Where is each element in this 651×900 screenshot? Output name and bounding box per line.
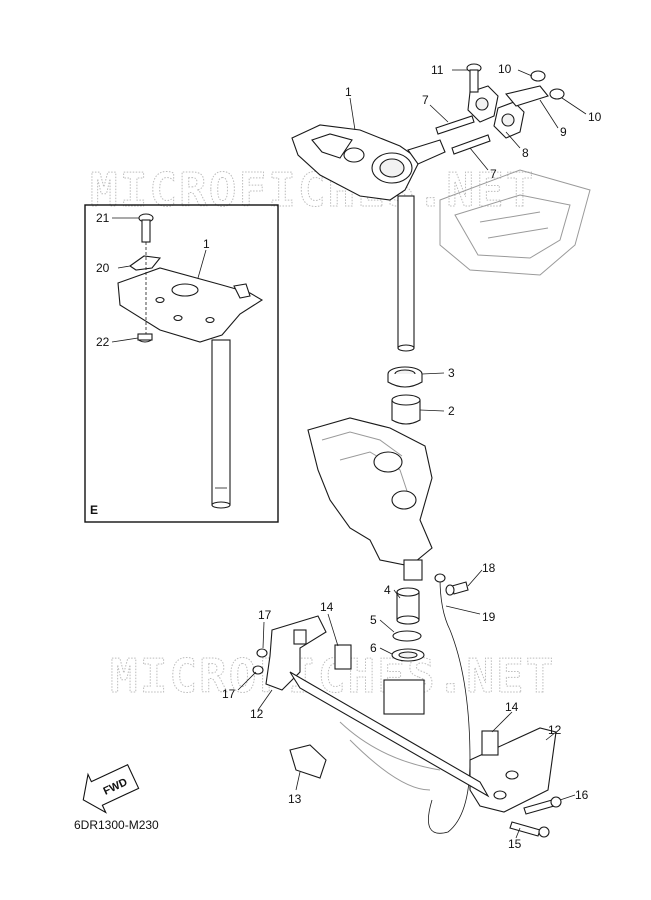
bolt-16 (523, 796, 562, 815)
mount-rubber-8 (467, 85, 525, 139)
callout-1: 1 (345, 85, 352, 99)
stud-bolts-7 (435, 115, 491, 155)
tilt-tube (289, 671, 490, 798)
ground-lead-19 (428, 573, 471, 834)
pad-14-left (334, 644, 352, 670)
engine-base-ghost (439, 169, 591, 276)
callout-14-right: 14 (505, 700, 519, 714)
bolt-11 (466, 63, 482, 93)
callout-14-left: 14 (320, 600, 334, 614)
bushing-6 (391, 648, 425, 662)
callout-13: 13 (288, 792, 302, 806)
callout-7-lower: 7 (490, 167, 497, 181)
nut-10-lower (549, 88, 565, 100)
o-ring-5 (392, 630, 422, 642)
washer-17-upper (256, 648, 268, 658)
leader-lines (111, 69, 587, 839)
inset-nut-22 (137, 333, 153, 343)
callout-21: 21 (96, 211, 110, 225)
callout-10-lower: 10 (588, 110, 602, 124)
callout-19: 19 (482, 610, 496, 624)
callout-17-upper: 17 (258, 608, 272, 622)
callout-1-inset: 1 (203, 237, 210, 251)
nut-10-upper (530, 70, 546, 82)
callout-11: 11 (431, 63, 444, 77)
watermark-lower: MICROFICHES.NET (110, 649, 555, 703)
diagram-code: 6DR1300-M230 (74, 818, 159, 832)
callout-12-left: 12 (250, 707, 264, 721)
callout-6: 6 (370, 641, 377, 655)
callout-3: 3 (448, 366, 455, 380)
callout-17-lower: 17 (222, 687, 236, 701)
callouts: 1 1 2 3 4 5 6 7 7 8 9 10 10 11 12 12 13 … (96, 62, 602, 851)
inset-steering-bracket (117, 267, 264, 509)
bushing-2 (391, 394, 421, 425)
bushing-3 (387, 366, 423, 388)
callout-16: 16 (575, 788, 589, 802)
callout-8: 8 (522, 146, 529, 160)
callout-12-right: 12 (548, 723, 562, 737)
bolt-15 (509, 821, 550, 838)
callout-20: 20 (96, 261, 110, 275)
bolt-18 (445, 581, 469, 596)
inset-plate-20 (129, 255, 162, 271)
callout-10-upper: 10 (498, 62, 512, 76)
inset-letter: E (90, 503, 98, 517)
pad-13 (289, 744, 327, 779)
pad-14-right (481, 730, 499, 756)
clamp-bracket-right (469, 727, 557, 813)
watermark-upper: MICROFICHES.NET (90, 163, 535, 217)
callout-5: 5 (370, 613, 377, 627)
swivel-bracket (307, 417, 433, 581)
callout-9: 9 (560, 125, 567, 139)
fwd-arrow-icon: FWD (82, 764, 140, 814)
callout-4: 4 (384, 583, 391, 597)
callout-7-upper: 7 (422, 93, 429, 107)
steering-bracket (291, 124, 446, 352)
callout-18: 18 (482, 561, 496, 575)
bushing-4 (396, 587, 420, 625)
callout-15: 15 (508, 837, 522, 851)
inset-box-e: E (84, 204, 279, 523)
callout-2: 2 (448, 404, 455, 418)
inset-bolt-21 (138, 213, 154, 243)
clamp-bracket-left (265, 615, 327, 691)
plate-9 (505, 85, 549, 107)
callout-22: 22 (96, 335, 110, 349)
washer-17-lower (252, 665, 264, 675)
